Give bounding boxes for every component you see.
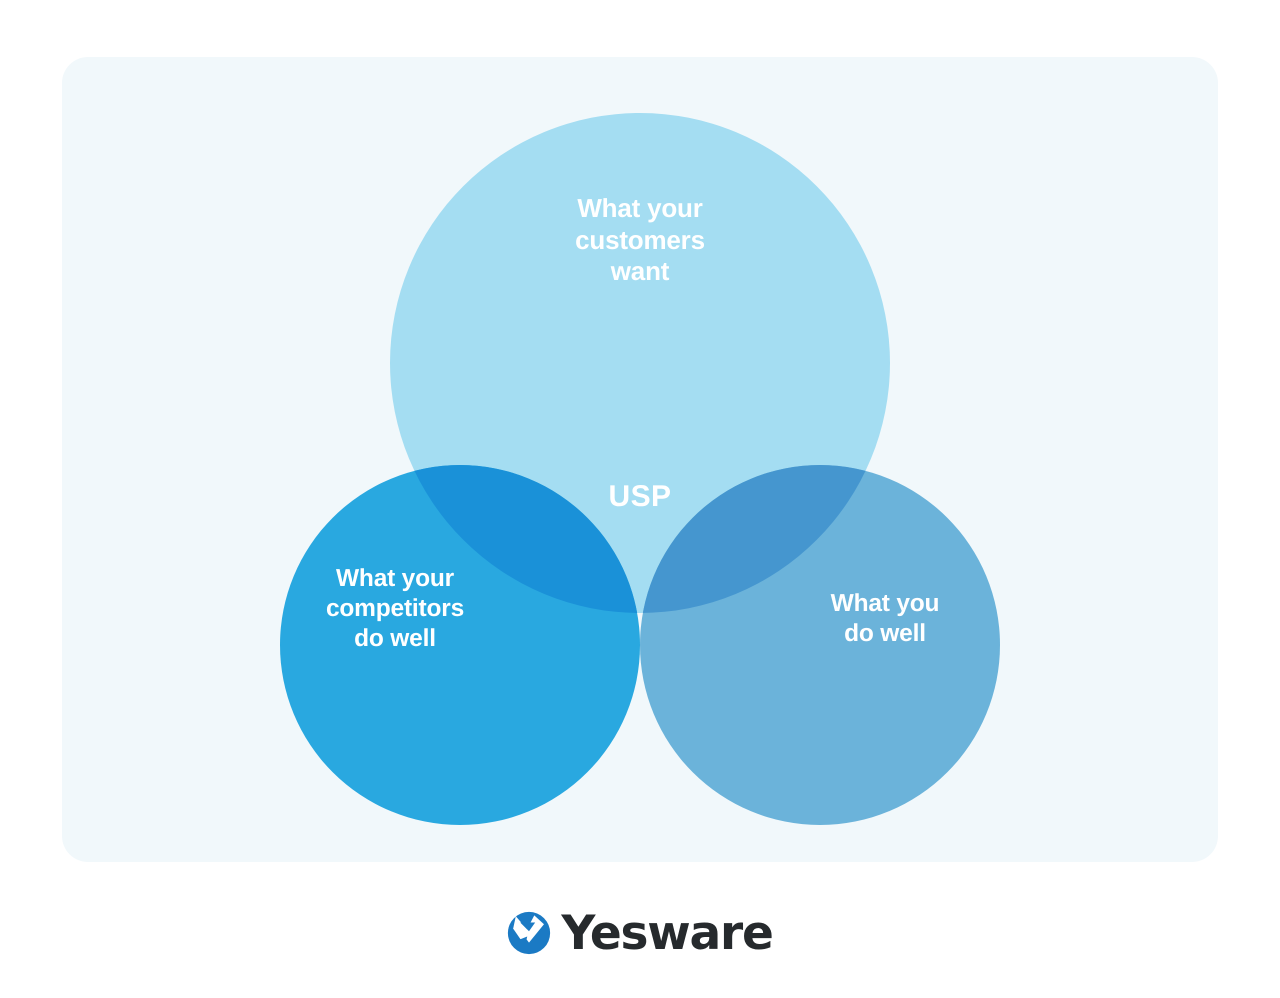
venn-shapes	[280, 113, 1000, 825]
yesware-wordmark: Yesware	[561, 905, 774, 961]
overlap-top-right	[640, 465, 890, 613]
yesware-logo-icon	[508, 911, 551, 955]
overlap-top-left	[390, 465, 640, 613]
brand-logo: Yesware	[0, 898, 1280, 968]
